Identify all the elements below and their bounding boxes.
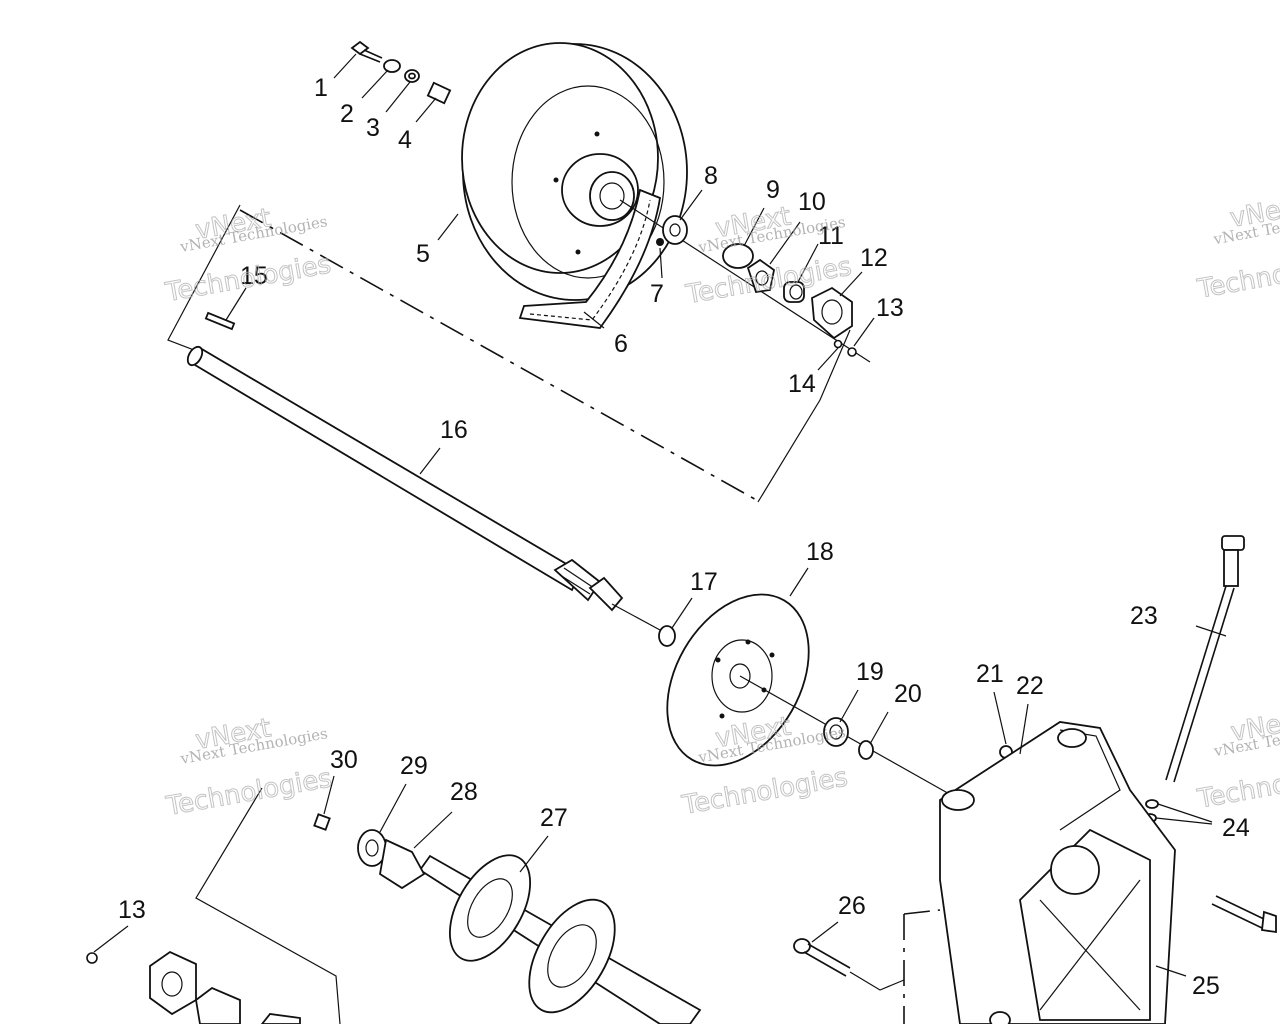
snap-ring-part-17: [658, 625, 676, 647]
svg-text:Technologies: Technologies: [163, 249, 334, 308]
callout-30: 30: [330, 746, 358, 774]
drive-pulley-part-5: [461, 42, 688, 301]
callout-19: 19: [856, 658, 884, 686]
svg-text:Technologies: Technologies: [163, 763, 334, 822]
nut-part-13-lower: [86, 952, 98, 964]
snap-ring-part-20: [858, 740, 874, 760]
callout-26: 26: [838, 892, 866, 920]
bolt-part-1: [350, 40, 383, 63]
seal-part-10: [746, 258, 775, 293]
dipstick-part-23: [1165, 535, 1245, 783]
callout-15: 15: [240, 262, 268, 290]
flange-part-12: [811, 286, 853, 340]
watermark: vNext vNext Technologies Technologies: [1194, 191, 1280, 306]
callout-10: 10: [798, 188, 826, 216]
svg-text:Technologies: Technologies: [679, 762, 850, 821]
callout-11: 11: [818, 222, 844, 250]
watermark: vNext vNext Technologies Technologies: [1194, 705, 1280, 816]
fitting-part-30: [313, 813, 331, 831]
callout-6: 6: [614, 330, 628, 358]
callout-9: 9: [766, 176, 780, 204]
callout-8: 8: [704, 162, 718, 190]
watermark: vNext vNext Technologies Technologies: [162, 203, 334, 309]
nut-part-13: [847, 347, 857, 357]
pin-part-24a: [1145, 799, 1159, 809]
callout-3: 3: [366, 114, 380, 142]
callout-27: 27: [540, 804, 568, 832]
jackshaft-part-16: [186, 345, 661, 631]
bolt-part-right: [1211, 895, 1277, 934]
flange-lower-left: [149, 950, 301, 1024]
bearing-part-11: [783, 281, 805, 303]
callout-14: 14: [788, 370, 816, 398]
callout-12: 12: [860, 244, 888, 272]
chaincase-housing-part-25: [939, 721, 1176, 1024]
callout-5: 5: [416, 240, 430, 268]
callout-23: 23: [1130, 602, 1158, 630]
callout-21: 21: [976, 660, 1004, 688]
drive-chain-part-6: [518, 188, 662, 329]
callout-17: 17: [690, 568, 718, 596]
callout-25: 25: [1192, 972, 1220, 1000]
callout-13: 13: [876, 294, 904, 322]
callout-1: 1: [314, 74, 328, 102]
callout-28: 28: [450, 778, 478, 806]
svg-text:Technologies: Technologies: [1195, 756, 1280, 815]
callout-16: 16: [440, 416, 468, 444]
callout-13-lower: 13: [118, 896, 146, 924]
watermark: vNext vNext Technologies Technologies: [163, 713, 335, 823]
leader-lines: [93, 53, 1227, 977]
nut-part-7: [656, 238, 664, 246]
track-driveshaft-part-27: [418, 854, 702, 1024]
bolt-part-26: [793, 938, 851, 977]
washer-part-2: [383, 59, 401, 73]
callout-20: 20: [894, 680, 922, 708]
plate-part-9: [722, 243, 754, 269]
callout-24: 24: [1222, 814, 1250, 842]
washer-part-8: [662, 215, 688, 245]
callout-22: 22: [1016, 672, 1044, 700]
svg-text:Technologies: Technologies: [1195, 246, 1280, 305]
callout-4: 4: [398, 126, 412, 154]
callout-2: 2: [340, 100, 354, 128]
callout-numbers: 1 2 3 4 5 6 7 8 9 10 11 12 13 14 15 16 1…: [118, 74, 1250, 1000]
bearing-part-19: [823, 717, 849, 747]
flange-part-28: [379, 838, 426, 890]
callout-7: 7: [650, 280, 664, 308]
key-part-15: [204, 311, 236, 331]
spacer-part-4: [426, 81, 452, 105]
callout-29: 29: [400, 752, 428, 780]
nut-part-14: [833, 339, 843, 349]
callout-18: 18: [806, 538, 834, 566]
brake-disc-part-18: [666, 593, 810, 767]
